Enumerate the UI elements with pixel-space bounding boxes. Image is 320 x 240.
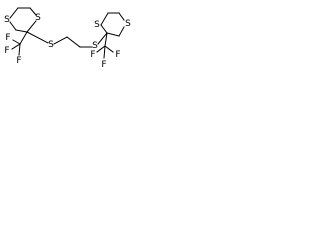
right-dithiolane-ring bbox=[100, 12, 125, 37]
bond bbox=[118, 26, 125, 37]
atom-label-fluorine: F bbox=[5, 33, 10, 43]
atom-label-fluorine: F bbox=[101, 60, 106, 70]
bond bbox=[100, 12, 109, 26]
bond bbox=[9, 7, 19, 19]
bond bbox=[104, 45, 114, 53]
right-trifluoromethyl-group bbox=[96, 32, 114, 59]
bond bbox=[118, 12, 125, 21]
atom-label-sulfur: S bbox=[94, 20, 100, 30]
bond bbox=[97, 32, 108, 45]
left-dithiolane-ring bbox=[9, 7, 37, 33]
bond bbox=[104, 32, 108, 47]
atom-label-fluorine: F bbox=[115, 50, 120, 60]
bond bbox=[103, 45, 106, 59]
bond bbox=[26, 20, 37, 33]
bond bbox=[53, 36, 68, 45]
bond bbox=[19, 31, 28, 45]
atom-label-fluorine: F bbox=[4, 46, 9, 56]
bond bbox=[11, 43, 21, 50]
atom-label-sulfur: S bbox=[48, 40, 54, 50]
bond bbox=[12, 39, 21, 45]
bond bbox=[29, 7, 37, 16]
atom-label-sulfur: S bbox=[125, 19, 131, 29]
atom-label-fluorine: F bbox=[16, 56, 21, 66]
bond bbox=[15, 29, 28, 33]
bond bbox=[26, 31, 49, 44]
bond bbox=[96, 45, 106, 53]
atom-label-sulfur: S bbox=[92, 41, 98, 51]
bond bbox=[100, 24, 108, 34]
chemical-structure-diagram: S S S S S S F F F F F F bbox=[4, 7, 131, 70]
bond bbox=[66, 36, 81, 48]
atom-label-fluorine: F bbox=[90, 50, 95, 60]
bond bbox=[9, 21, 17, 31]
bond bbox=[106, 32, 120, 37]
bond bbox=[18, 43, 21, 56]
left-trifluoromethyl-group bbox=[11, 31, 28, 56]
ethylene-dithio-bridge bbox=[26, 31, 108, 48]
atom-label-sulfur: S bbox=[35, 13, 41, 23]
atom-label-sulfur: S bbox=[4, 15, 10, 25]
